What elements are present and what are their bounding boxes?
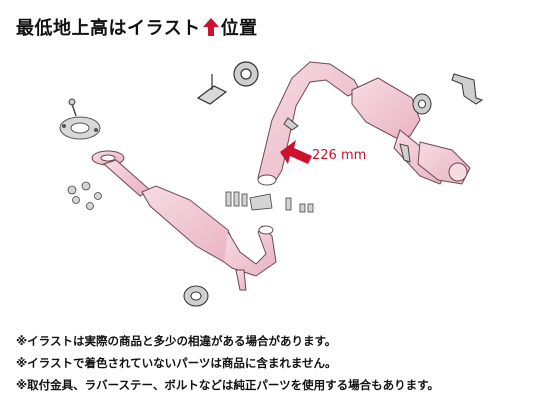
exhaust-system-diagram [59, 61, 484, 307]
ground-clearance-arrow [280, 140, 312, 164]
note-1: ※イラストは実際の商品と多少の相違がある場合があります。 [16, 334, 337, 348]
page-title: 最低地上高はイラスト 位置 [16, 14, 258, 40]
rubber-hanger-bottom [183, 285, 209, 307]
bolts-and-nuts [67, 181, 314, 213]
note-3: ※取付金具、ラバーステー、ボルトなどは純正パーツを使用する場合もあります。 [16, 378, 439, 392]
front-flange-gasket [59, 98, 101, 140]
notes-block: ※イラストは実際の商品と多少の相違がある場合があります。 ※イラストで着色されて… [16, 330, 439, 396]
hanger-bracket-rear [412, 73, 484, 115]
title-text-before: 最低地上高はイラスト [16, 18, 201, 39]
hanger-bracket-top [196, 61, 259, 105]
note-2: ※イラストで着色されていないパーツは商品に含まれません。 [16, 356, 337, 370]
front-pipe-catalyzer [91, 150, 277, 291]
up-arrow-icon [202, 17, 220, 37]
rear-muffler [351, 77, 471, 185]
mid-pipe [257, 61, 361, 186]
title-text-after: 位置 [220, 18, 258, 39]
ground-clearance-label: 226 mm [312, 148, 367, 163]
